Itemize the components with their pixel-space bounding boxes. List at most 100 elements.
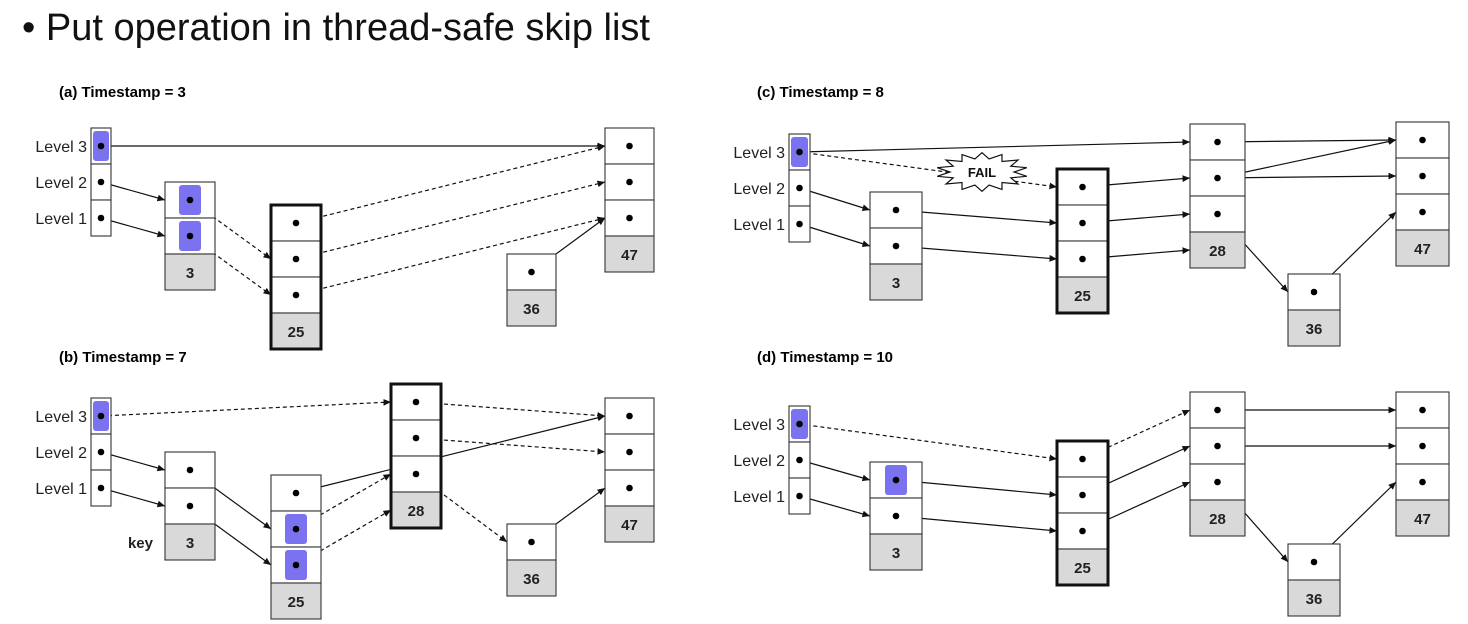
- edge-arrow: [895, 209, 1058, 226]
- edge-arrow: [295, 473, 392, 530]
- pointer-dot: [626, 214, 633, 222]
- key-cell: [270, 312, 322, 350]
- pointer-dot: [97, 214, 105, 222]
- node-head: [788, 405, 811, 515]
- edge-arrow: [799, 223, 871, 247]
- edges: [799, 406, 1397, 563]
- level-label: Level 3: [733, 417, 785, 434]
- level-label: Level 2: [35, 445, 87, 462]
- pointer-dot: [1419, 442, 1426, 450]
- node-28: 28: [389, 382, 443, 530]
- pointer-dot: [186, 232, 194, 240]
- node-key: 47: [621, 517, 638, 534]
- edge-arrow: [415, 437, 606, 455]
- key-cell: [1395, 229, 1450, 267]
- pointer-dot: [1079, 219, 1086, 227]
- pointer-dot: [186, 466, 194, 474]
- edge-arrow: [895, 515, 1058, 534]
- pointer-dot: [412, 470, 420, 478]
- pointer-dot: [626, 412, 633, 420]
- level-label: Level 1: [733, 489, 785, 506]
- node-36: 36: [506, 253, 557, 327]
- pointer-dot: [1079, 491, 1086, 499]
- level-label: Level 1: [35, 211, 87, 228]
- level-label: Level 2: [733, 181, 785, 198]
- pointer-dot: [892, 206, 900, 214]
- edge-arrow: [799, 459, 871, 482]
- pointer-dot: [892, 476, 900, 484]
- panels: (a) Timestamp = 3 Level 3 Level 2 Level 1 3 2…: [35, 84, 1450, 620]
- pointer-dot: [626, 142, 633, 150]
- pointer-dot: [97, 142, 105, 150]
- edge-arrow: [100, 399, 392, 417]
- node-25: 25: [1055, 439, 1110, 587]
- node-head: [90, 397, 112, 507]
- key-cell: [1395, 499, 1450, 537]
- panel-label: (d) Timestamp = 10: [757, 349, 893, 366]
- pointer-dot: [626, 448, 633, 456]
- key-cell: [1056, 276, 1109, 314]
- panel-label: (c) Timestamp = 8: [757, 84, 884, 101]
- pointer-dot: [1079, 455, 1086, 463]
- panel-label: (a) Timestamp = 3: [59, 84, 186, 101]
- edge-arrow: [100, 181, 166, 202]
- key-cell: [1189, 499, 1246, 537]
- edge-arrow: [415, 401, 606, 419]
- pointer-dot: [796, 148, 803, 156]
- key-cell: [604, 505, 655, 543]
- edge-arrow: [295, 216, 606, 296]
- node-36: 36: [506, 523, 557, 597]
- node-47: 47: [1395, 121, 1450, 267]
- edge-arrow: [895, 245, 1058, 262]
- edge-arrow: [100, 487, 166, 508]
- pointer-dot: [292, 561, 300, 569]
- node-key: 25: [288, 324, 305, 341]
- pointer-dot: [626, 178, 633, 186]
- pointer-dot: [1310, 288, 1318, 296]
- key-cell: [164, 253, 216, 291]
- edge-arrow: [1217, 172, 1397, 180]
- node-key: 47: [1414, 241, 1431, 258]
- panel-d: (d) Timestamp = 10 Level 3 Level 2 Level 1 3…: [733, 349, 1450, 617]
- node-key: 3: [186, 265, 194, 282]
- node-36: 36: [1287, 273, 1341, 347]
- pointer-dot: [1214, 442, 1221, 450]
- pointer-dot: [892, 242, 900, 250]
- pointer-dot: [796, 456, 803, 464]
- pointer-dot: [892, 512, 900, 520]
- edge-arrow: [295, 509, 392, 566]
- key-cell: [1287, 579, 1341, 617]
- node-47: 47: [604, 127, 655, 273]
- node-36: 36: [1287, 543, 1341, 617]
- pointer-dot: [292, 525, 300, 533]
- node-key: 36: [523, 571, 540, 588]
- edge-arrow: [799, 187, 871, 211]
- node-key: 3: [186, 535, 194, 552]
- node-25: 25: [269, 203, 323, 351]
- node-key: 25: [288, 594, 305, 611]
- edge-arrow: [295, 144, 606, 224]
- pointer-dot: [1079, 255, 1086, 263]
- pointer-dot: [528, 268, 535, 276]
- node-key: 36: [1306, 321, 1323, 338]
- edge-arrow: [799, 423, 1058, 462]
- node-25: 25: [1055, 167, 1110, 315]
- edge-arrow: [895, 479, 1058, 498]
- edge-arrow: [295, 414, 606, 494]
- node-3: 3: [164, 451, 216, 561]
- pointer-dot: [1214, 174, 1221, 182]
- pointer-dot: [1419, 172, 1426, 180]
- node-key: 25: [1074, 560, 1091, 577]
- edge-arrow: [100, 451, 166, 472]
- node-47: 47: [1395, 391, 1450, 537]
- new-node-outline: [1055, 439, 1110, 587]
- level-label: Level 2: [733, 453, 785, 470]
- edge-arrow: [295, 180, 606, 260]
- pointer-dot: [1419, 478, 1426, 486]
- pointer-dot: [97, 178, 105, 186]
- level-label: Level 1: [733, 217, 785, 234]
- level-label: Level 3: [733, 145, 785, 162]
- pointer-dot: [796, 420, 803, 428]
- level-label: Level 3: [35, 409, 87, 426]
